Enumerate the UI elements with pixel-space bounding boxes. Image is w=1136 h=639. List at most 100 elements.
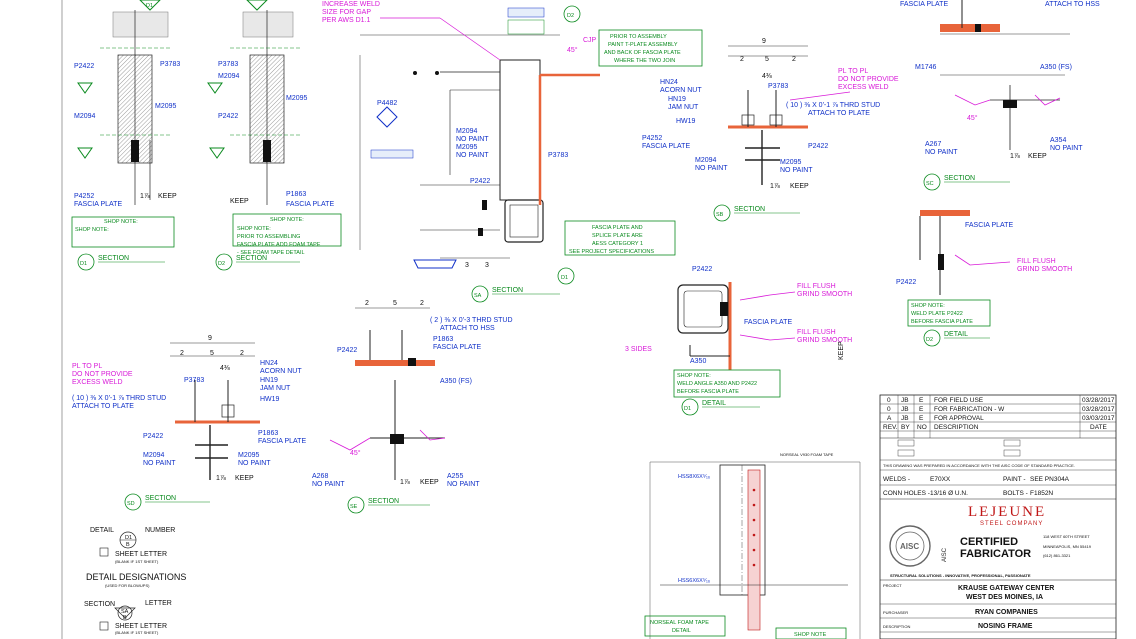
se-a350: A350 (FS) xyxy=(440,378,472,385)
sa-shop-note-3: AND BACK OF FASCIA PLATE xyxy=(604,50,681,56)
sa-fascia-note-3: AESS CATEGORY 1 xyxy=(592,241,643,247)
sd-no-paint-1: NO PAINT xyxy=(143,460,176,467)
sd-hn19: HN19 xyxy=(260,377,278,384)
d1d-p2422: P2422 xyxy=(692,266,712,273)
sb-hn24: HN24 xyxy=(660,79,678,86)
d2d-note-3: BEFORE FASCIA PLATE xyxy=(911,319,973,325)
d2-shop-note-head: SHOP NOTE: xyxy=(270,217,304,223)
se-keep: KEEP xyxy=(420,479,439,486)
d1d-fascia: FASCIA PLATE xyxy=(744,319,792,326)
project-label: PROJECT xyxy=(883,583,902,588)
sb-p2422: P2422 xyxy=(808,143,828,150)
rev3-rev: A xyxy=(887,415,892,422)
rev-head-date: DATE xyxy=(1090,424,1108,431)
section-se: 2 5 2 ( 2 ) ⅜ X 0'-3 THRD STUD ATTACH TO… xyxy=(312,300,513,514)
sc-title: SECTION xyxy=(944,175,975,182)
legend-number: NUMBER xyxy=(145,527,175,534)
sd-fascia: FASCIA PLATE xyxy=(258,438,306,445)
d2-shop-note-body-line3: FASCIA PLATE ADD FOAM TAPE xyxy=(237,242,321,248)
aisc-notice: THIS DRAWING WAS PREPARED IN ACCORDANCE … xyxy=(883,463,1075,468)
d2-shop-note-body: SHOP NOTE: xyxy=(237,226,271,232)
d1d-fill1: FILL FLUSH xyxy=(797,283,836,290)
sa-label-p2422: P2422 xyxy=(470,178,490,185)
se-dim-2b: 2 xyxy=(420,300,424,307)
legend-section: SECTION xyxy=(84,601,115,608)
d2-label-p1863: P1863 xyxy=(286,191,306,198)
d2-label-m2094: M2094 xyxy=(218,73,240,80)
sd-keep: KEEP xyxy=(235,475,254,482)
section-sd: 9 2 5 2 4⅜ PL TO PL DO NOT PROVIDE EXCES… xyxy=(72,335,306,511)
legend-detail: DETAIL xyxy=(90,527,114,534)
sa-bubble: SA xyxy=(474,293,482,299)
sa-fascia-note-2: SPLICE PLATE ARE xyxy=(592,233,643,239)
sd-p3783: P3783 xyxy=(184,377,204,384)
company-address: 118 WEST 60TH STREET xyxy=(1043,534,1090,539)
sd-p2422: P2422 xyxy=(143,433,163,440)
d2d-note-2: WELD PLATE P2422 xyxy=(911,311,963,317)
rev-head-by: BY xyxy=(901,424,910,431)
sc-fascia: FASCIA PLATE xyxy=(900,1,948,8)
purchaser-value: RYAN COMPANIES xyxy=(975,609,1038,616)
foam-hss2: HSS6X6X⁵⁄₁₆ xyxy=(678,577,710,584)
sa-shop-note: PRIOR TO ASSEMBLY xyxy=(610,34,667,40)
sb-pl-note-2: DO NOT PROVIDE xyxy=(838,76,899,83)
se-dim-5: 5 xyxy=(393,300,397,307)
sb-acorn: ACORN NUT xyxy=(660,87,702,94)
rev1-desc: FOR FIELD USE xyxy=(934,397,984,404)
sa-weld-note: INCREASE WELD xyxy=(322,1,380,8)
d2d-fill: FILL FLUSH xyxy=(1017,258,1056,265)
rev3-no: E xyxy=(919,415,924,422)
d1-label-m2095: M2095 xyxy=(155,103,177,110)
d1d-sides: 3 SIDES xyxy=(625,346,652,353)
sa-title: SECTION xyxy=(492,287,523,294)
d1d-fill1-2: GRIND SMOOTH xyxy=(797,291,852,298)
foam-tape-detail: NORSEAL V930 FOAM TAPE HSS8X6X⁵⁄₁₆ HSS6X… xyxy=(644,452,861,639)
sb-bubble: SB xyxy=(716,212,724,218)
sc-keep: KEEP xyxy=(1028,153,1047,160)
se-a268: A268 xyxy=(312,473,328,480)
sd-pl-note: PL TO PL xyxy=(72,363,102,370)
d2-keep: KEEP xyxy=(230,198,249,205)
sc-m1746: M1746 xyxy=(915,64,937,71)
bolts-value: F1852N xyxy=(1030,490,1053,497)
paint-value: SEE PN304A xyxy=(1030,476,1070,483)
title-block: 0 JB E FOR FIELD USE 03/28/2017 0 JB E F… xyxy=(879,394,1117,639)
se-no-paint-2: NO PAINT xyxy=(447,481,480,488)
legend-bubble-sa-b: B xyxy=(123,615,127,621)
detail-d2: FASCIA PLATE FILL FLUSH GRIND SMOOTH P24… xyxy=(896,210,1072,347)
sa-bubble-d2: D2 xyxy=(567,13,574,19)
legend-letter: LETTER xyxy=(145,600,172,607)
rev2-by: JB xyxy=(901,406,909,413)
sd-jam: JAM NUT xyxy=(260,385,291,392)
sd-bubble: SD xyxy=(127,501,135,507)
sb-no-paint-2: NO PAINT xyxy=(780,167,813,174)
rev1-date: 03/28/2017 xyxy=(1082,397,1115,404)
se-stud-note: ( 2 ) ⅜ X 0'-3 THRD STUD xyxy=(430,317,513,324)
sc-a354: A354 xyxy=(1050,137,1066,144)
d1-shop-note-body: SHOP NOTE: xyxy=(75,227,109,233)
sd-title: SECTION xyxy=(145,495,176,502)
welds-value: E70XX xyxy=(930,476,951,483)
sb-pl-note: PL TO PL xyxy=(838,68,868,75)
company-sub: STEEL COMPANY xyxy=(980,521,1043,527)
sd-dim-2a: 2 xyxy=(180,350,184,357)
foam-detail-title: NORSEAL FOAM TAPE xyxy=(650,620,709,626)
sd-stud-note: ( 10 ) ⅜ X 0'-1 ⅞ THRD STUD xyxy=(72,395,166,402)
sa-label-m2095: M2095 xyxy=(456,144,478,151)
welds-label: WELDS - xyxy=(883,476,910,483)
d2-bubble: D2 xyxy=(218,261,225,267)
d1-label-p3783: P3783 xyxy=(160,61,180,68)
sa-label-no-paint: NO PAINT xyxy=(456,136,489,143)
paint-label: PAINT - xyxy=(1003,476,1026,483)
rev-head-rev: REV. xyxy=(883,424,898,431)
sb-p4252: P4252 xyxy=(642,135,662,142)
certified-label: CERTIFIED xyxy=(960,536,1018,548)
project-location: WEST DES MOINES, IA xyxy=(966,594,1043,601)
rev1-by: JB xyxy=(901,397,909,404)
d1-top-bubble: D1 xyxy=(146,3,153,9)
sd-dim-9: 9 xyxy=(208,335,212,342)
d1d-title: DETAIL xyxy=(702,400,726,407)
sb-dim-2b: 2 xyxy=(792,56,796,63)
sb-dim-9: 9 xyxy=(762,38,766,45)
